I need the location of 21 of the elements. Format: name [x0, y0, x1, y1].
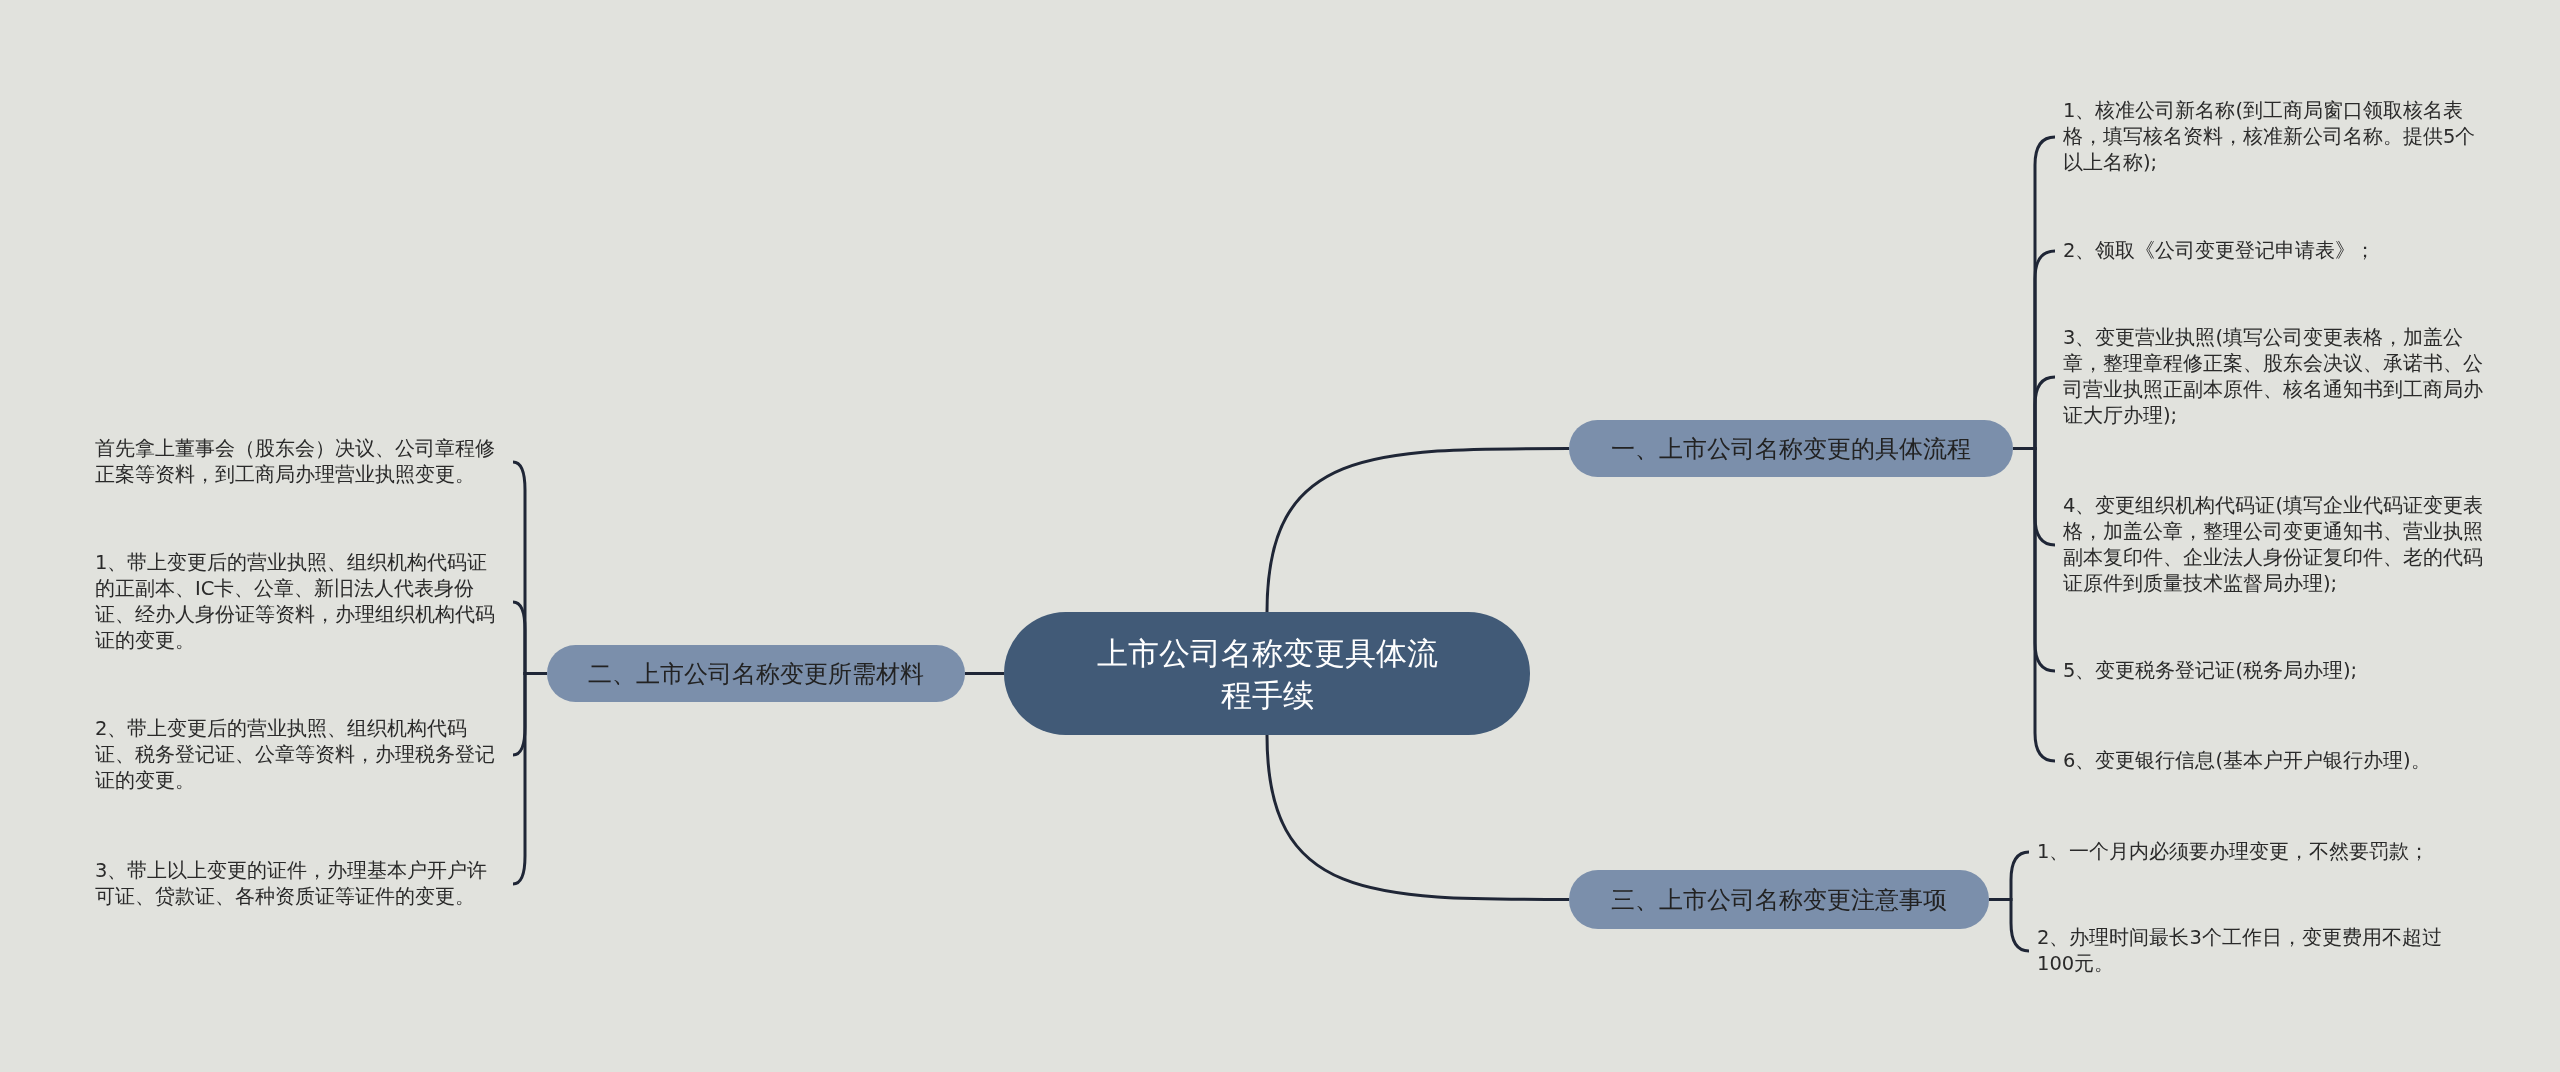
- connector-line: [512, 672, 547, 886]
- note-text: 2、带上变更后的营业执照、组织机构代码证、税务登记证、公章等资料，办理税务登记证的变更。: [95, 716, 505, 794]
- note-text: 2、领取《公司变更登记申请表》；: [2063, 238, 2483, 264]
- note-text: 1、核准公司新名称(到工商局窗口领取核名表格，填写核名资料，核准新公司名称。提供5个以上名称);: [2063, 98, 2483, 176]
- note-text: 6、变更银行信息(基本户开户银行办理)。: [2063, 748, 2483, 774]
- note-text: 5、变更税务登记证(税务局办理);: [2063, 658, 2483, 684]
- note-text: 2、办理时间最长3个工作日，变更费用不超过100元。: [2037, 925, 2447, 977]
- note-text: 3、带上以上变更的证件，办理基本户开户许可证、贷款证、各种资质证等证件的变更。: [95, 858, 505, 910]
- central-topic-box: 上市公司名称变更具体流程手续: [1004, 612, 1530, 735]
- connector-line: [965, 672, 1004, 675]
- note-text: 4、变更组织机构代码证(填写企业代码证变更表格，加盖公章，整理公司变更通知书、营业执照副本复印件、企业法人身份证复印件、老的代码证原件到质量技术监督局办理);: [2063, 493, 2483, 597]
- note-text: 首先拿上董事会（股东会）决议、公司章程修正案等资料，到工商局办理营业执照变更。: [95, 436, 505, 488]
- connector-line: [1265, 734, 1569, 901]
- note-text: 3、变更营业执照(填写公司变更表格，加盖公章，整理章程修正案、股东会决议、承诺书、公司营业执照正副本原件、核名通知书到工商局办证大厅办理);: [2063, 325, 2483, 429]
- note-text: 1、带上变更后的营业执照、组织机构代码证的正副本、IC卡、公章、新旧法人代表身份证、经办人身份证等资料，办理组织机构代码证的变更。: [95, 550, 505, 654]
- connector-line: [1265, 447, 1569, 613]
- note-text: 1、一个月内必须要办理变更，不然要罚款；: [2037, 839, 2447, 865]
- topic-box: 三、上市公司名称变更注意事项: [1569, 870, 1989, 929]
- connector-line: [1989, 898, 2030, 953]
- topic-box: 一、上市公司名称变更的具体流程: [1569, 420, 2013, 477]
- topic-box: 二、上市公司名称变更所需材料: [547, 645, 965, 702]
